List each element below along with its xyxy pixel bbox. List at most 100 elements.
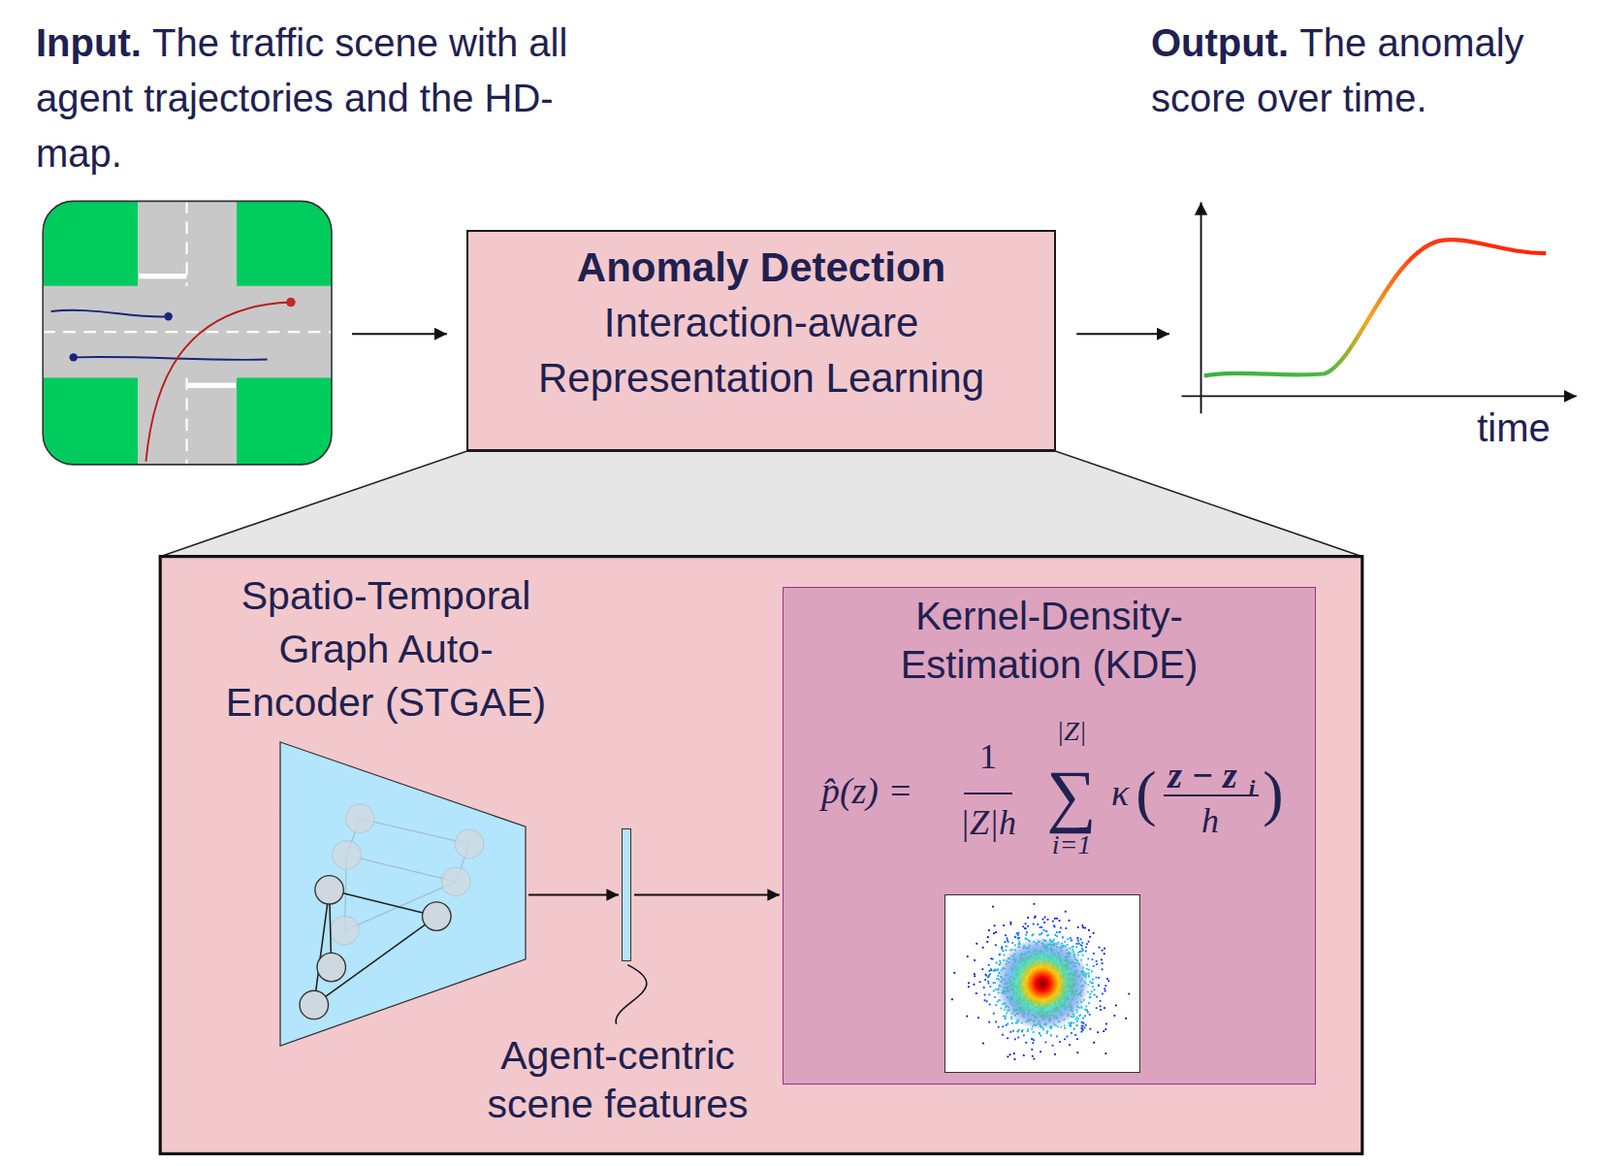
- density-dot: [995, 961, 998, 964]
- density-dot: [1058, 1040, 1061, 1043]
- density-dot: [1077, 1017, 1080, 1020]
- y-axis: [1200, 201, 1203, 414]
- density-dot: [1038, 1032, 1041, 1035]
- graph-edge: [359, 818, 470, 844]
- graph-node: [442, 866, 472, 896]
- density-dot: [967, 981, 970, 984]
- flow-arrow: [1076, 332, 1170, 335]
- caption-block: Input.The traffic scene with all agent t…: [35, 15, 579, 182]
- density-dot: [1003, 954, 1006, 957]
- graph-edge: [344, 881, 456, 930]
- formula-symbol: 1: [979, 737, 997, 777]
- density-dot: [1106, 977, 1109, 980]
- formula-symbol: h: [1201, 801, 1219, 841]
- formula-symbol: (: [1135, 759, 1156, 828]
- graph-node: [299, 990, 329, 1019]
- density-dot: [1032, 1030, 1035, 1033]
- density-dot: [989, 969, 992, 972]
- density-dot: [1076, 1020, 1079, 1023]
- density-dot: [993, 995, 996, 998]
- stop-line: [188, 383, 236, 388]
- density-dot: [1091, 985, 1094, 988]
- density-dot: [1085, 946, 1088, 949]
- density-dot: [1056, 930, 1058, 933]
- density-dot: [1086, 963, 1088, 966]
- density-dot: [994, 943, 997, 946]
- density-dot: [1024, 933, 1027, 936]
- density-dot: [1092, 1041, 1095, 1044]
- density-dot: [998, 953, 1001, 956]
- density-dot: [973, 974, 976, 977]
- density-dot: [1046, 1031, 1049, 1034]
- density-dot: [1009, 1053, 1012, 1056]
- graph-node: [345, 803, 375, 832]
- zoom-funnel: [160, 450, 1363, 556]
- node-body: Interaction-aware Representation Learnin…: [480, 294, 1043, 406]
- density-dot: [1080, 937, 1083, 940]
- density-dot: [1070, 939, 1073, 942]
- label-anchor: (: [1135, 759, 1156, 828]
- density-dot: [953, 971, 956, 974]
- density-dot: [1047, 918, 1050, 921]
- density-dot: [993, 968, 996, 971]
- density-dot: [1052, 920, 1055, 923]
- density-dot: [1026, 916, 1029, 919]
- density-dot: [973, 972, 976, 975]
- density-dot: [1046, 1029, 1049, 1032]
- density-dot: [1088, 971, 1090, 974]
- formula-symbol: i: [1248, 774, 1256, 800]
- density-dot: [1009, 1030, 1012, 1033]
- node-title: Kernel-Density-Estimation (KDE): [835, 591, 1263, 689]
- density-dot: [1079, 1014, 1082, 1017]
- graph-edge: [314, 916, 438, 1005]
- flow-arrow: [352, 332, 448, 335]
- input-scene: [38, 193, 337, 470]
- density-dot: [1104, 990, 1107, 992]
- lane-marking: [186, 377, 189, 464]
- graph-edge: [314, 889, 330, 1005]
- density-dot: [999, 1007, 1002, 1010]
- label-anchor: i: [1248, 774, 1256, 800]
- graph-node: [422, 901, 452, 930]
- density-dot: [1004, 933, 1007, 936]
- density-dot: [1022, 925, 1024, 928]
- density-dot: [992, 981, 995, 984]
- density-dot: [965, 1015, 968, 1018]
- density-dot: [1000, 947, 1003, 950]
- density-dot: [1046, 1029, 1049, 1032]
- density-dot: [1086, 1009, 1088, 1012]
- density-dot: [1024, 1041, 1027, 1044]
- formula-symbol: ): [1262, 759, 1283, 828]
- density-dot: [1088, 995, 1091, 998]
- density-dot: [1095, 1006, 1098, 1009]
- axis-label: time: [1476, 406, 1551, 449]
- density-dot: [1101, 949, 1104, 952]
- density-dot: [992, 905, 994, 908]
- density-plot: [944, 894, 1141, 1073]
- density-dot: [1064, 927, 1067, 929]
- density-dot: [1077, 936, 1080, 939]
- density-dot: [1005, 1024, 1008, 1026]
- density-dot: [1036, 923, 1039, 926]
- density-dot: [1024, 927, 1027, 929]
- connector-arrow: [634, 894, 780, 896]
- density-dot: [1011, 1022, 1014, 1024]
- density-dot: [992, 958, 994, 960]
- density-dot: [1014, 1057, 1017, 1060]
- density-dot: [1023, 1033, 1025, 1036]
- density-dot: [1001, 1024, 1004, 1027]
- density-dot: [1032, 1057, 1035, 1060]
- density-dot: [1127, 992, 1130, 995]
- density-dot: [1054, 933, 1056, 936]
- density-dot: [973, 959, 976, 961]
- density-dot: [1024, 937, 1027, 940]
- density-dot: [1063, 1026, 1066, 1029]
- density-dot: [1031, 933, 1034, 936]
- label-anchor: |Z|h: [960, 803, 1017, 843]
- density-dot: [1006, 938, 1009, 941]
- density-dot: [1101, 961, 1104, 964]
- stop-line: [138, 273, 187, 279]
- density-dot: [1076, 1051, 1079, 1054]
- label-anchor: |Z|: [1056, 716, 1088, 747]
- density-dot: [987, 975, 990, 978]
